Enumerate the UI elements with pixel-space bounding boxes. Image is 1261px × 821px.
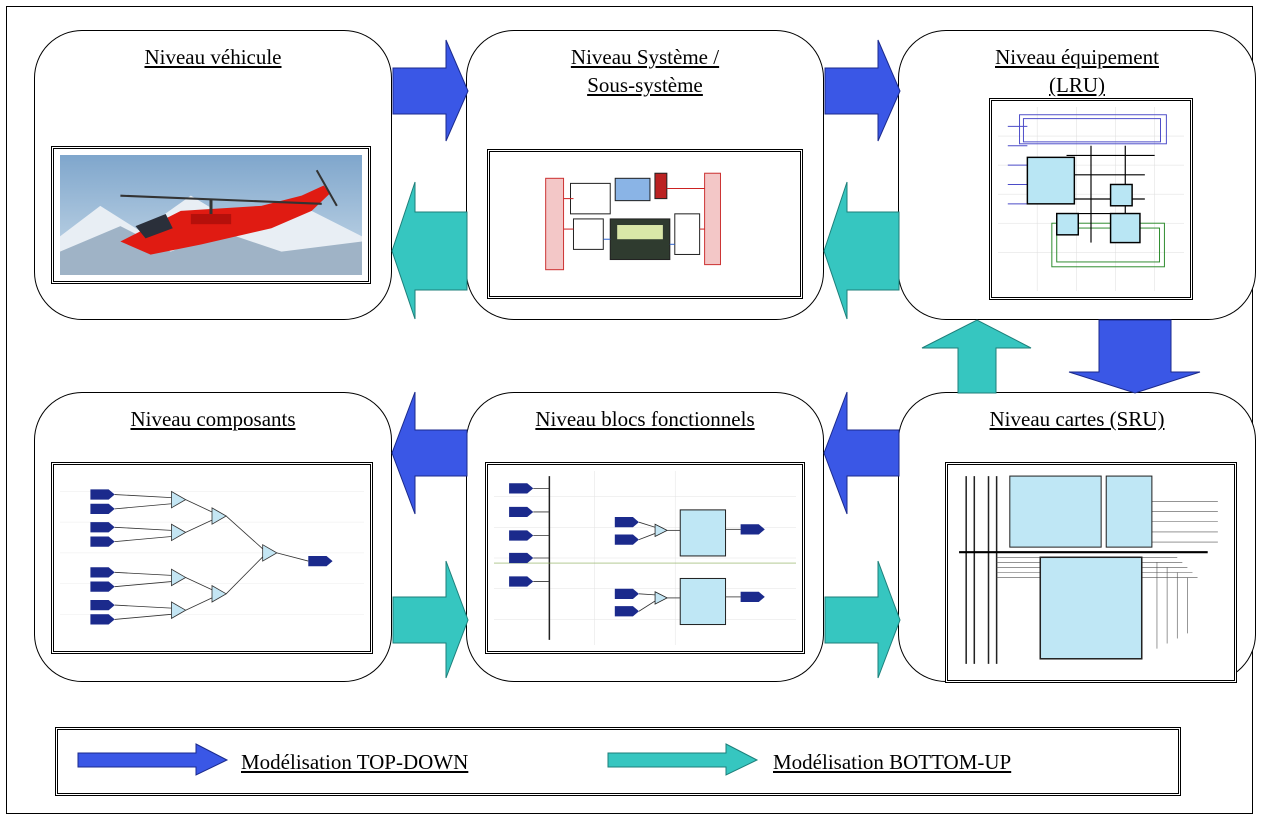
level-equipment-title-line1: Niveau équipement bbox=[995, 45, 1159, 69]
level-vehicle-title: Niveau véhicule bbox=[144, 45, 282, 69]
level-functional-blocks-box: Niveau blocs fonctionnels bbox=[466, 392, 824, 682]
board-schematic-icon bbox=[954, 471, 1228, 674]
bottom-up-arrow-boards-to-equipment bbox=[921, 319, 1032, 394]
top-down-arrow-boards-to-functional bbox=[823, 391, 900, 515]
level-system-title-line2: Sous-système bbox=[587, 73, 703, 97]
bottom-up-arrow-equipment-to-system bbox=[823, 181, 900, 320]
level-equipment-title: Niveau équipement (LRU) bbox=[899, 43, 1255, 99]
level-system-box: Niveau Système / Sous-système bbox=[466, 30, 824, 320]
equipment-image-frame bbox=[989, 98, 1193, 300]
level-vehicle-box: Niveau véhicule bbox=[34, 30, 392, 320]
functional-block-schematic-icon bbox=[494, 471, 796, 645]
level-system-title-line1: Niveau Système / bbox=[570, 45, 720, 69]
system-image-frame bbox=[487, 149, 803, 299]
bottom-up-arrow-system-to-vehicle bbox=[391, 181, 468, 320]
component-schematic-icon bbox=[60, 471, 364, 645]
legend-bottom-up-label: Modélisation BOTTOM-UP bbox=[773, 750, 1012, 774]
level-system-title: Niveau Système / Sous-système bbox=[467, 43, 823, 99]
level-equipment-box: Niveau équipement (LRU) bbox=[898, 30, 1256, 320]
vehicle-image-frame bbox=[51, 146, 371, 284]
helicopter-photo-icon bbox=[60, 155, 362, 275]
level-equipment-title-line2: (LRU) bbox=[1049, 73, 1105, 97]
legend-top-down-label: Modélisation TOP-DOWN bbox=[241, 750, 469, 774]
boards-image-frame bbox=[945, 462, 1237, 683]
system-block-diagram-icon bbox=[496, 158, 794, 290]
level-boards-title: Niveau cartes (SRU) bbox=[989, 407, 1165, 431]
legend-bottom-up-arrow-icon bbox=[607, 743, 759, 776]
functional-blocks-image-frame bbox=[485, 462, 805, 654]
top-down-arrow-system-to-equipment bbox=[824, 39, 901, 142]
diagram-frame bbox=[6, 6, 1253, 814]
bottom-up-arrow-functional-to-boards bbox=[824, 560, 901, 679]
top-down-arrow-vehicle-to-system bbox=[392, 39, 469, 142]
top-down-arrow-equipment-to-boards bbox=[1068, 319, 1201, 394]
level-functional-blocks-title: Niveau blocs fonctionnels bbox=[535, 407, 755, 431]
level-components-box: Niveau composants bbox=[34, 392, 392, 682]
level-boards-box: Niveau cartes (SRU) bbox=[898, 392, 1256, 683]
lru-schematic-icon bbox=[998, 107, 1184, 291]
components-image-frame bbox=[51, 462, 373, 654]
top-down-arrow-functional-to-components bbox=[391, 391, 468, 515]
bottom-up-arrow-components-to-functional bbox=[392, 560, 469, 679]
level-components-title: Niveau composants bbox=[130, 407, 296, 431]
legend-top-down-arrow-icon bbox=[77, 743, 229, 776]
legend-box: Modélisation TOP-DOWN Modélisation BOTTO… bbox=[55, 727, 1181, 796]
